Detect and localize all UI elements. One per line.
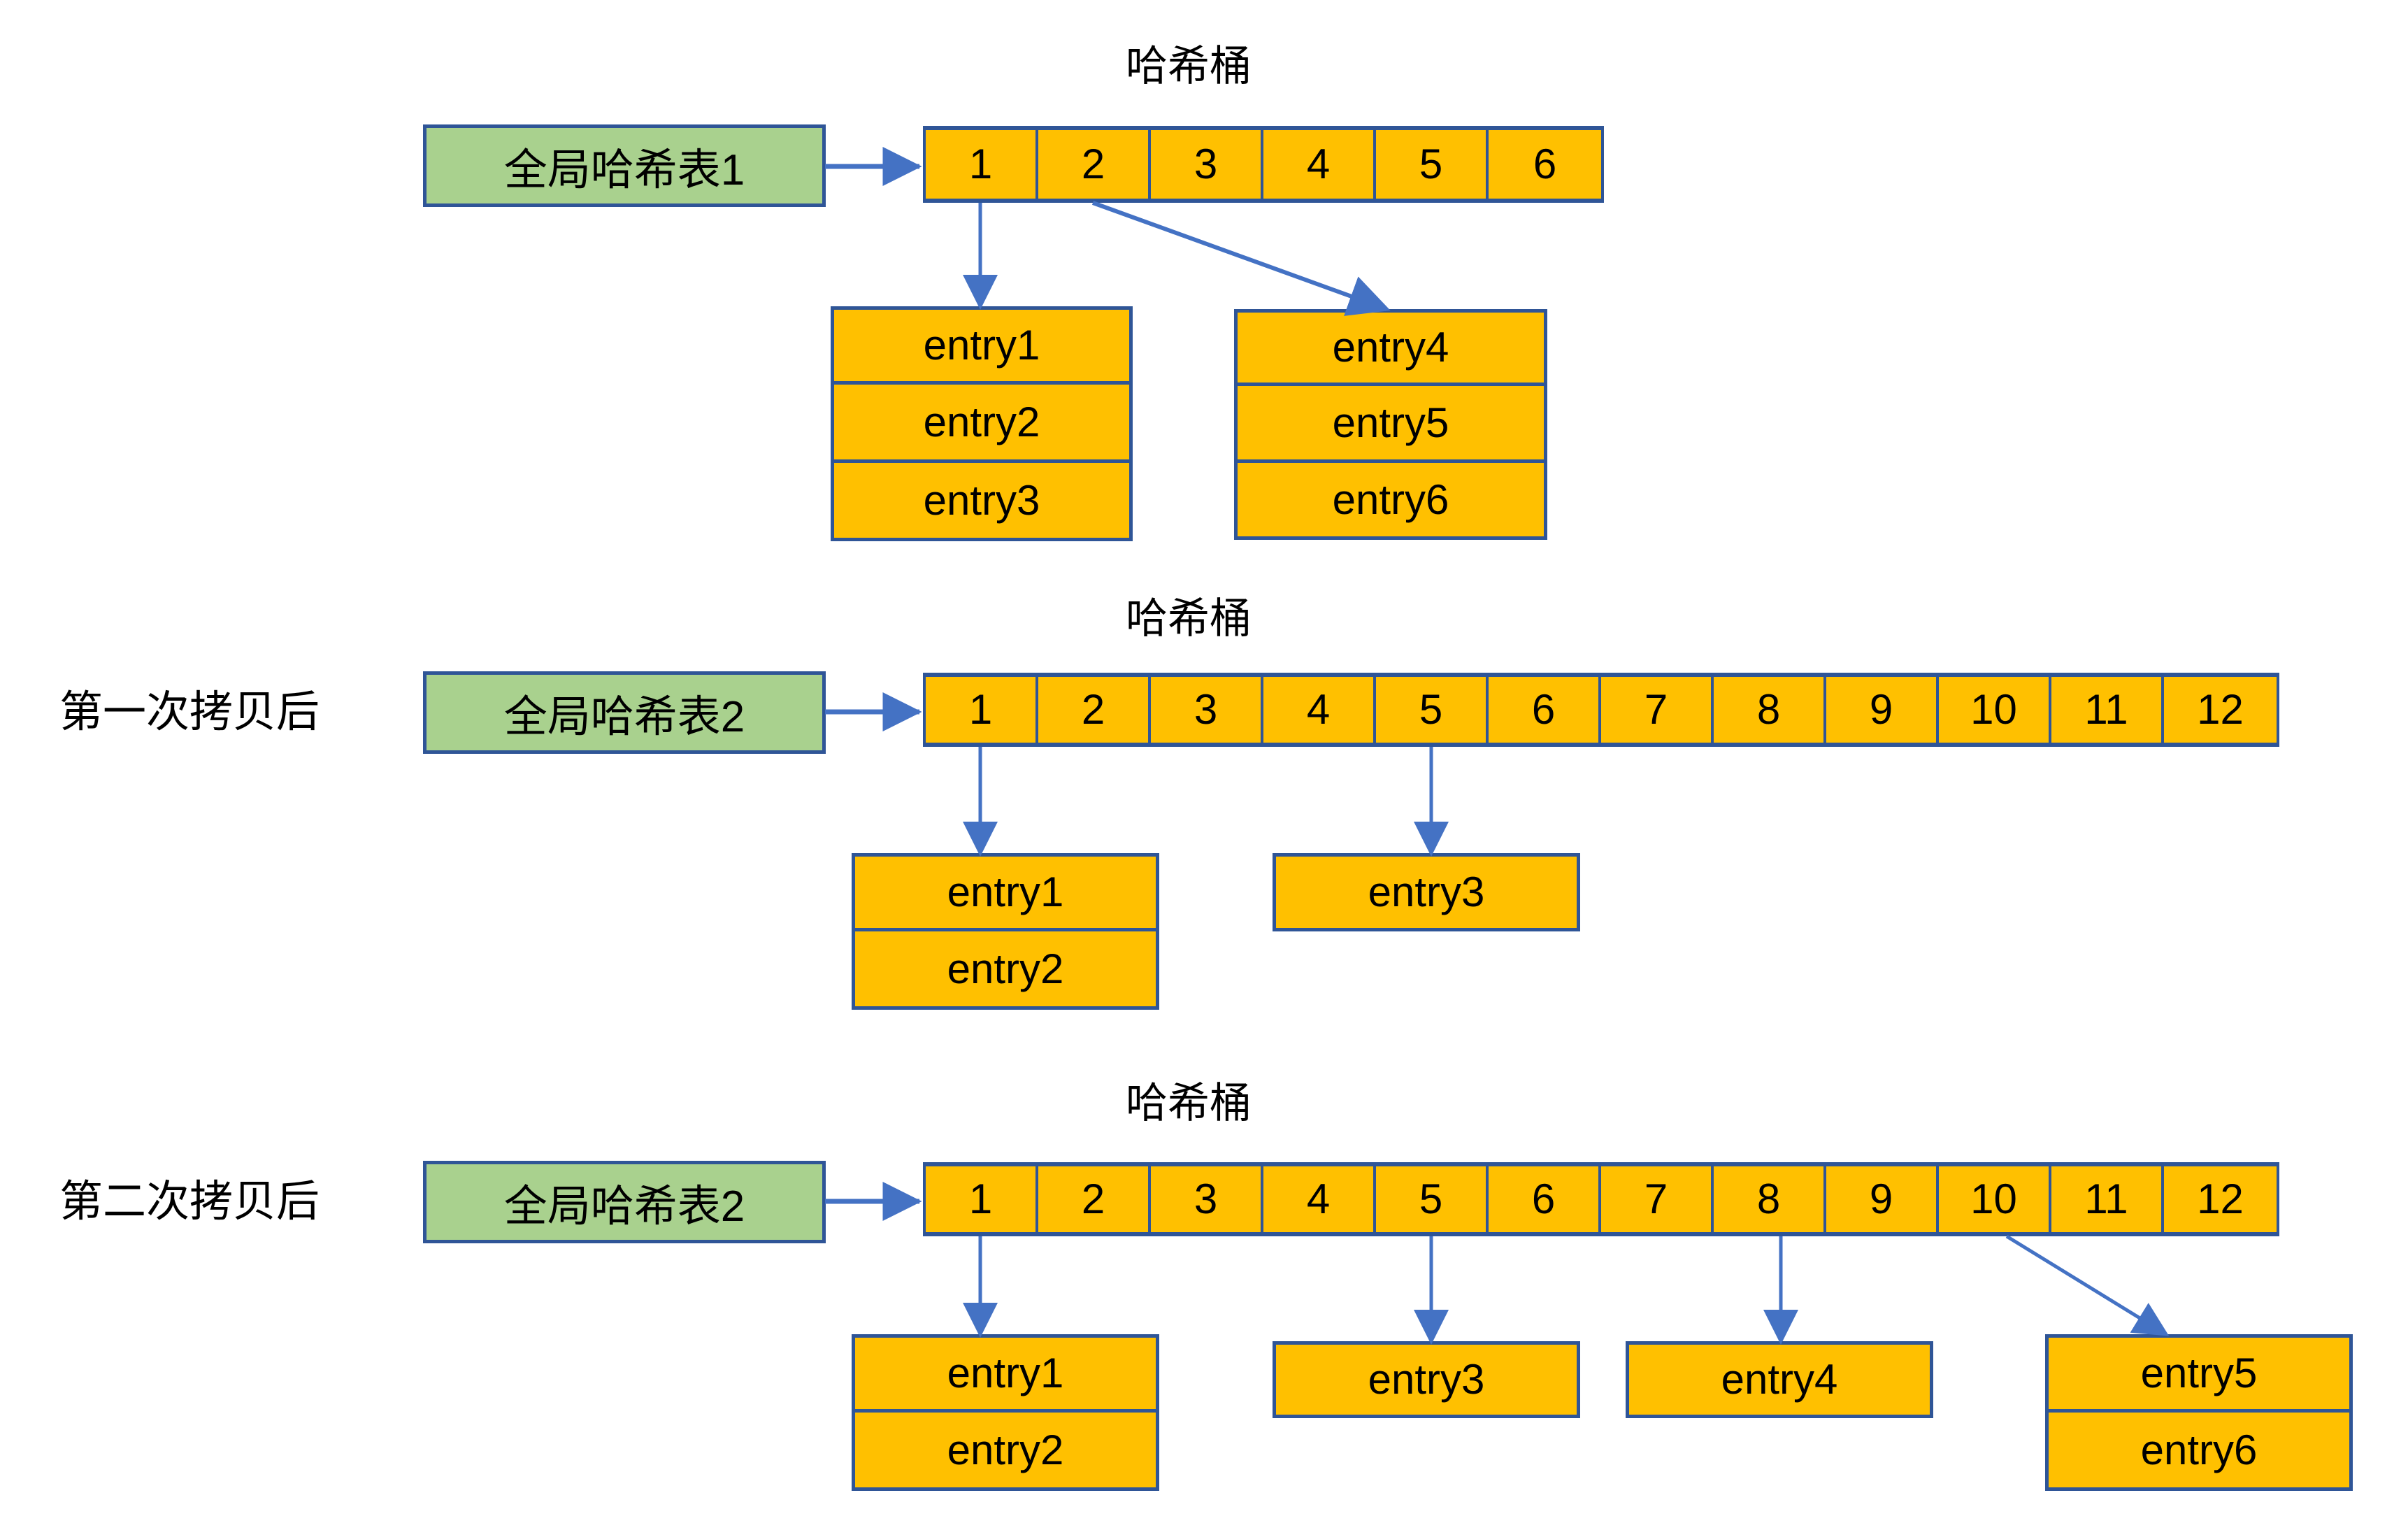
bucket-cell[interactable]: 6 bbox=[1489, 130, 1601, 199]
hash-table-node-1[interactable]: 全局哈希表1 bbox=[423, 124, 826, 207]
entry-box[interactable]: entry3 bbox=[831, 463, 1133, 541]
bucket-cell[interactable]: 4 bbox=[1263, 130, 1376, 199]
entry-box[interactable]: entry5 bbox=[2045, 1334, 2353, 1413]
bucket-cell[interactable]: 7 bbox=[1601, 1166, 1714, 1232]
hash-table-node-3[interactable]: 全局哈希表2 bbox=[423, 1161, 826, 1243]
entry-box[interactable]: entry2 bbox=[852, 931, 1159, 1010]
bucket-cell[interactable]: 2 bbox=[1038, 677, 1151, 743]
bucket-cell[interactable]: 12 bbox=[2164, 1166, 2277, 1232]
bucket-cell[interactable]: 10 bbox=[1939, 677, 2051, 743]
connector-s3-cell10-to-entry5 bbox=[2005, 1234, 2170, 1336]
bucket-cell[interactable]: 4 bbox=[1263, 1166, 1376, 1232]
entry-chain-s3-c8: entry4 bbox=[1626, 1341, 1933, 1418]
bucket-cell[interactable]: 10 bbox=[1939, 1166, 2051, 1232]
entry-box[interactable]: entry3 bbox=[1273, 853, 1580, 931]
bucket-title-2: 哈希桶 bbox=[1126, 595, 1252, 642]
entry-chain-s2-c1: entry1 entry2 bbox=[852, 853, 1159, 1010]
entry-box[interactable]: entry2 bbox=[852, 1413, 1159, 1491]
bucket-cell[interactable]: 3 bbox=[1151, 1166, 1263, 1232]
hash-table-label-2: 全局哈希表2 bbox=[503, 693, 745, 741]
entry-box[interactable]: entry4 bbox=[1626, 1341, 1933, 1418]
bucket-cell[interactable]: 9 bbox=[1826, 1166, 1939, 1232]
bucket-cell[interactable]: 2 bbox=[1038, 1166, 1151, 1232]
entry-box[interactable]: entry5 bbox=[1234, 386, 1547, 463]
bucket-cell[interactable]: 7 bbox=[1601, 677, 1714, 743]
entry-chain-s2-c5: entry3 bbox=[1273, 853, 1580, 931]
entry-box[interactable]: entry3 bbox=[1273, 1341, 1580, 1418]
stage-caption-second-copy: 第二次拷贝后 bbox=[59, 1178, 320, 1226]
hash-table-label-3: 全局哈希表2 bbox=[503, 1182, 745, 1231]
entry-box[interactable]: entry6 bbox=[2045, 1413, 2353, 1491]
bucket-cell[interactable]: 11 bbox=[2051, 1166, 2164, 1232]
bucket-cell[interactable]: 2 bbox=[1038, 130, 1151, 199]
bucket-cell[interactable]: 1 bbox=[926, 677, 1038, 743]
entry-chain-s1-c1: entry1 entry2 entry3 bbox=[831, 306, 1133, 541]
bucket-title-1: 哈希桶 bbox=[1126, 43, 1252, 90]
entry-box[interactable]: entry1 bbox=[831, 306, 1133, 385]
entry-chain-s1-c2: entry4 entry5 entry6 bbox=[1234, 309, 1547, 540]
bucket-cell[interactable]: 8 bbox=[1714, 677, 1826, 743]
hash-table-node-2[interactable]: 全局哈希表2 bbox=[423, 671, 826, 754]
bucket-array-2: 1 2 3 4 5 6 7 8 9 10 11 12 bbox=[923, 673, 2279, 747]
entry-box[interactable]: entry2 bbox=[831, 385, 1133, 463]
bucket-cell[interactable]: 3 bbox=[1151, 677, 1263, 743]
connector-cell2-to-entry4 bbox=[1091, 201, 1391, 316]
bucket-cell[interactable]: 1 bbox=[926, 130, 1038, 199]
bucket-cell[interactable]: 5 bbox=[1376, 677, 1489, 743]
entry-box[interactable]: entry1 bbox=[852, 853, 1159, 931]
entry-box[interactable]: entry1 bbox=[852, 1334, 1159, 1413]
stage-caption-first-copy: 第一次拷贝后 bbox=[59, 688, 320, 736]
bucket-cell[interactable]: 3 bbox=[1151, 130, 1263, 199]
bucket-cell[interactable]: 5 bbox=[1376, 1166, 1489, 1232]
bucket-cell[interactable]: 6 bbox=[1489, 677, 1601, 743]
bucket-cell[interactable]: 5 bbox=[1376, 130, 1489, 199]
bucket-array-3: 1 2 3 4 5 6 7 8 9 10 11 12 bbox=[923, 1162, 2279, 1236]
bucket-cell[interactable]: 12 bbox=[2164, 677, 2277, 743]
bucket-cell[interactable]: 1 bbox=[926, 1166, 1038, 1232]
entry-chain-s3-c10: entry5 entry6 bbox=[2045, 1334, 2353, 1491]
bucket-cell[interactable]: 6 bbox=[1489, 1166, 1601, 1232]
bucket-cell[interactable]: 9 bbox=[1826, 677, 1939, 743]
bucket-cell[interactable]: 11 bbox=[2051, 677, 2164, 743]
bucket-cell[interactable]: 4 bbox=[1263, 677, 1376, 743]
entry-box[interactable]: entry6 bbox=[1234, 463, 1547, 540]
hash-table-label-1: 全局哈希表1 bbox=[503, 146, 745, 194]
entry-box[interactable]: entry4 bbox=[1234, 309, 1547, 386]
bucket-array-1: 1 2 3 4 5 6 bbox=[923, 126, 1604, 203]
entry-chain-s3-c1: entry1 entry2 bbox=[852, 1334, 1159, 1491]
bucket-title-3: 哈希桶 bbox=[1126, 1080, 1252, 1127]
bucket-cell[interactable]: 8 bbox=[1714, 1166, 1826, 1232]
entry-chain-s3-c5: entry3 bbox=[1273, 1341, 1580, 1418]
